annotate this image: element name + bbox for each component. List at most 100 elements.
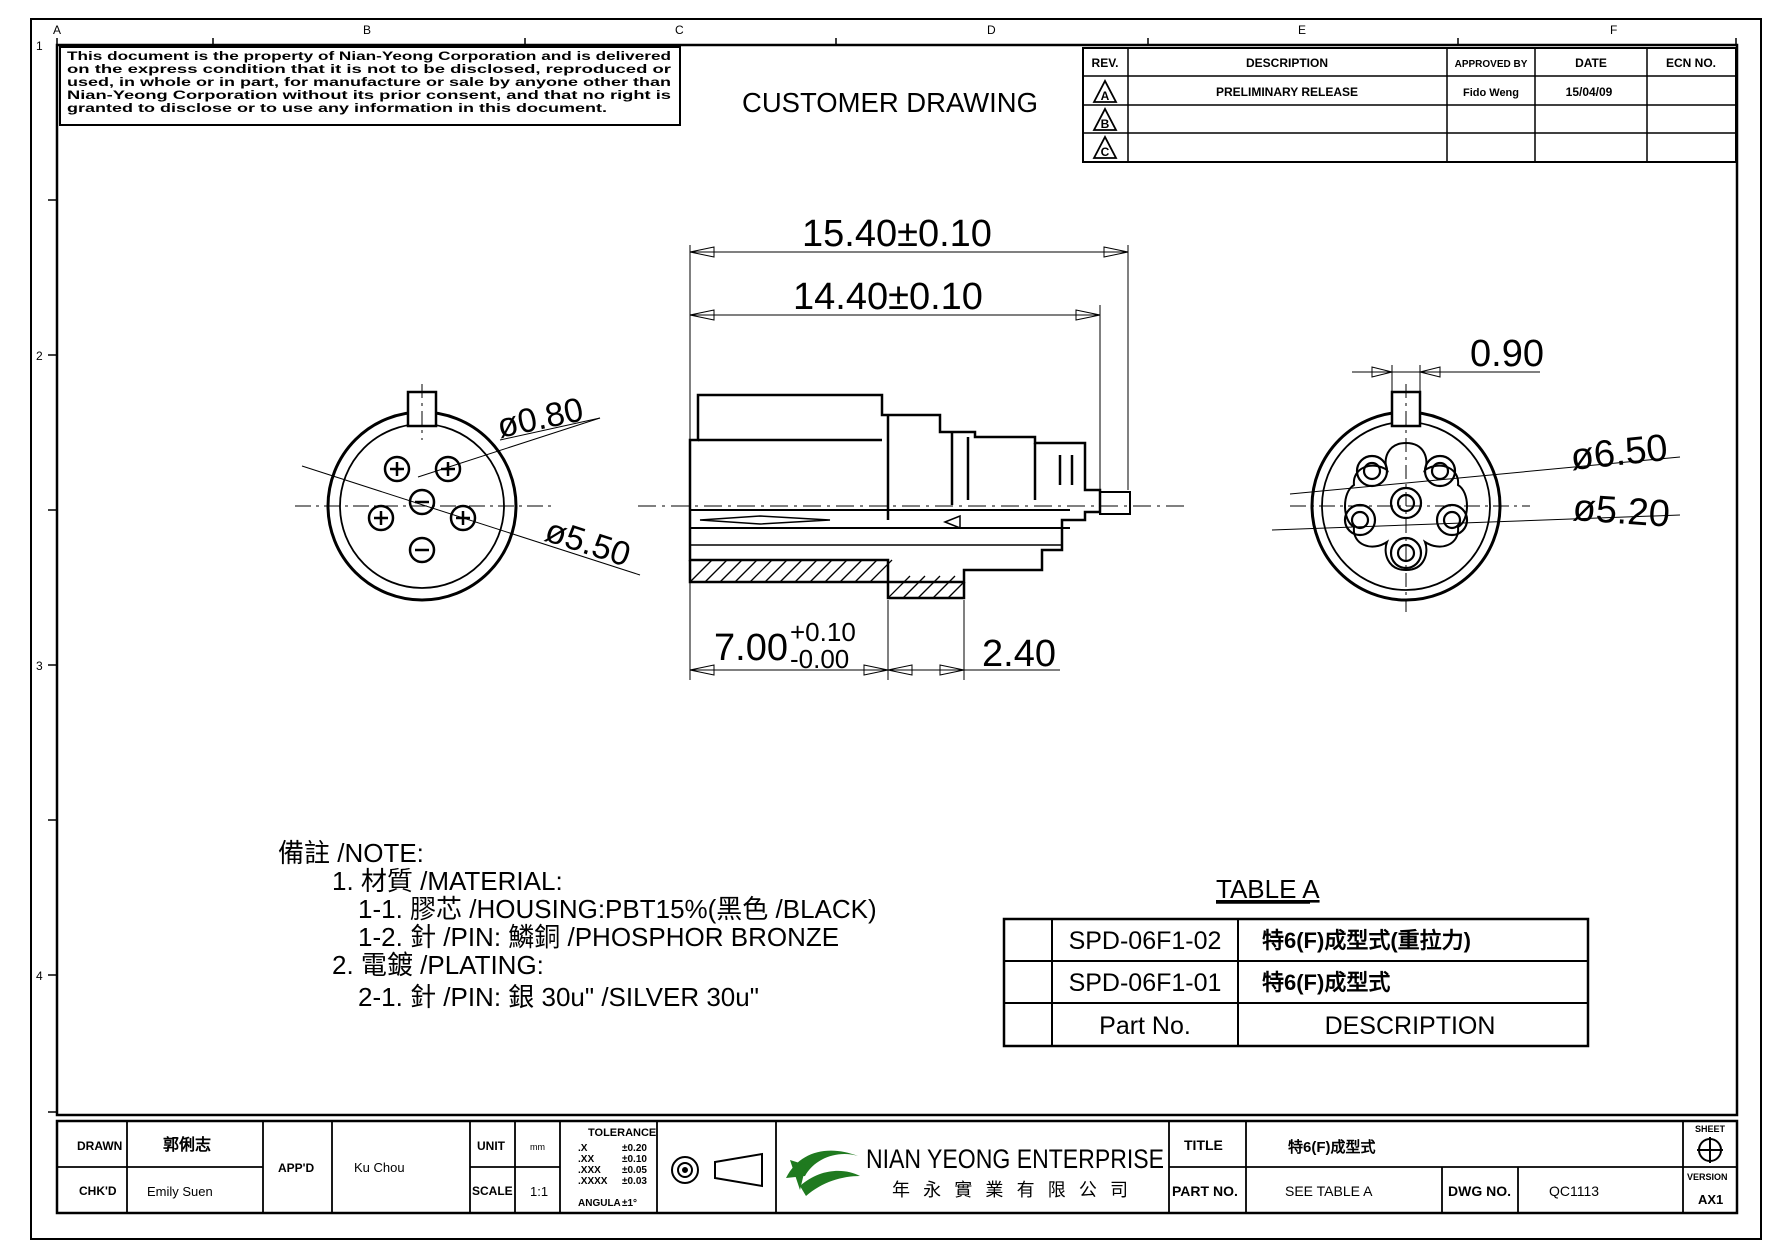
table-a-description: 特6(F)成型式(重拉力)	[1262, 928, 1471, 953]
zone-row-4: 4	[36, 969, 43, 983]
version-value: AX1	[1698, 1192, 1723, 1207]
description-header: DESCRIPTION	[1246, 56, 1328, 70]
tolerance-value: ±1°	[622, 1198, 637, 1209]
company-name: NIAN YEONG ENTERPRISE	[866, 1144, 1164, 1174]
drawing-title: CUSTOMER DRAWING	[742, 87, 1038, 118]
tolerance-value: ±0.05	[622, 1165, 647, 1176]
zone-col-c: C	[675, 23, 684, 37]
sheet-target-icon	[1697, 1137, 1723, 1163]
chkd-value: Emily Suen	[147, 1184, 213, 1199]
disclaimer-line: granted to disclose or to use any inform…	[67, 103, 607, 115]
disclaimer-line: used, in whole or in part, for manufactu…	[67, 77, 671, 89]
title-label: TITLE	[1184, 1137, 1223, 1153]
appd-value: Ku Chou	[354, 1160, 405, 1175]
company-chinese-name: 年 永 實 業 有 限 公 司	[892, 1180, 1128, 1200]
side-view	[638, 393, 1190, 584]
note-line: 2-1. 針 /PIN: 銀 30u" /SILVER 30u"	[358, 982, 759, 1012]
tolerance-list: .X ±0.20 .XX ±0.10 .XXX ±0.05 .XXXX ±0.0…	[578, 1143, 647, 1209]
note-line: 2. 電鍍 /PLATING:	[332, 950, 544, 980]
title-block: DRAWN CHK'D APP'D UNIT SCALE TITLE PART …	[55, 1119, 1739, 1215]
inner-diameter-label: ø5.20	[1571, 487, 1671, 536]
body-length-label: 14.40±0.10	[793, 276, 983, 318]
zone-row-3: 3	[36, 659, 43, 673]
table-a-description: 特6(F)成型式	[1262, 970, 1390, 995]
table-a-part: SPD-06F1-02	[1069, 927, 1222, 955]
scale-label: SCALE	[472, 1184, 513, 1198]
disclaimer-box	[59, 46, 681, 126]
unit-value: mm	[530, 1142, 545, 1152]
note-line: 1-2. 針 /PIN: 鱗銅 /PHOSPHOR BRONZE	[358, 922, 839, 952]
scale-value: 1:1	[530, 1184, 548, 1199]
tolerance-key: ANGULA	[578, 1198, 621, 1209]
zone-col-e: E	[1298, 23, 1306, 37]
dwg-no-label: DWG NO.	[1448, 1183, 1511, 1199]
rev-b-letter: B	[1101, 117, 1110, 131]
revision-table: REV. DESCRIPTION APPROVED BY DATE ECN NO…	[1082, 47, 1737, 163]
rev-a-letter: A	[1101, 89, 1110, 103]
drawn-value: 郭俐志	[163, 1135, 211, 1154]
disclaimer-line: Nian-Yeong Corporation without its prior…	[67, 90, 671, 102]
flange-width-label: 2.40	[982, 633, 1056, 675]
part-no-label: PART NO.	[1172, 1183, 1238, 1199]
flange-tol-plus-label: +0.10	[790, 617, 856, 647]
zone-col-d: D	[987, 23, 996, 37]
zone-col-b: B	[363, 23, 371, 37]
zone-labels: A B C D E F 1 2 3 4	[36, 23, 1617, 983]
drawn-label: DRAWN	[77, 1139, 122, 1153]
table-a-part: SPD-06F1-01	[1069, 969, 1222, 997]
overall-length-label: 15.40±0.10	[802, 213, 992, 255]
notes: 備註 /NOTE: 1. 材質 /MATERIAL: 1-1. 膠芯 /HOUS…	[278, 838, 877, 1012]
outer-diameter-label: ø6.50	[1569, 427, 1670, 479]
sheet-label: SHEET	[1695, 1124, 1726, 1134]
appd-label: APP'D	[278, 1161, 315, 1175]
tolerance-value: ±0.10	[622, 1154, 647, 1165]
flange-base-label: 7.00	[714, 627, 788, 669]
rev-a-approved-by: Fido Weng	[1463, 87, 1519, 99]
pin-diameter-label: ø0.80	[494, 391, 587, 446]
projection-symbol-icon	[671, 1152, 763, 1188]
company-logo-icon	[786, 1150, 860, 1196]
zone-col-a: A	[53, 23, 61, 37]
table-a: TABLE A SPD-06F1-02 SPD-06F1-01 Part No.…	[1002, 874, 1590, 1048]
pin-circle-label: ø5.50	[541, 511, 635, 574]
disclaimer-line: on the express condition that it is not …	[67, 64, 672, 76]
zone-row-1: 1	[36, 39, 43, 53]
note-line: 1. 材質 /MATERIAL:	[332, 866, 563, 896]
zone-row-2: 2	[36, 349, 43, 363]
table-a-title: TABLE A	[1216, 874, 1320, 904]
zone-grid	[48, 38, 1737, 1113]
tolerance-value: ±0.03	[622, 1176, 647, 1187]
outer-border	[30, 18, 1762, 1240]
flange-hatching	[689, 559, 965, 599]
tolerance-key: .X	[578, 1143, 588, 1154]
right-end-view	[1271, 365, 1681, 612]
rev-c-letter: C	[1101, 145, 1110, 159]
notes-title: 備註 /NOTE:	[278, 838, 424, 868]
left-end-view	[295, 384, 641, 602]
rev-a-date: 15/04/09	[1566, 85, 1613, 99]
date-header: DATE	[1575, 56, 1607, 70]
side-dimension-lines	[689, 245, 1129, 680]
zone-col-f: F	[1610, 23, 1617, 37]
inner-border	[55, 43, 1739, 1117]
ecn-header: ECN NO.	[1666, 56, 1716, 70]
key-width-label: 0.90	[1470, 333, 1544, 375]
tolerance-key: .XX	[578, 1154, 594, 1165]
table-a-description-header: DESCRIPTION	[1325, 1012, 1496, 1040]
table-a-part-header: Part No.	[1099, 1012, 1191, 1040]
title-value: 特6(F)成型式	[1288, 1138, 1376, 1156]
approved-by-header: APPROVED BY	[1455, 59, 1528, 70]
dwg-no-value: QC1113	[1549, 1183, 1599, 1199]
version-label: VERSION	[1687, 1172, 1728, 1182]
tolerance-value: ±0.20	[622, 1143, 647, 1154]
unit-label: UNIT	[477, 1139, 506, 1153]
disclaimer-text: This document is the property of Nian-Ye…	[67, 51, 672, 115]
tolerance-key: .XXX	[578, 1165, 601, 1176]
rev-triangles	[1092, 79, 1118, 159]
rev-a-description: PRELIMINARY RELEASE	[1216, 85, 1358, 99]
part-no-value: SEE TABLE A	[1285, 1183, 1373, 1199]
note-line: 1-1. 膠芯 /HOUSING:PBT15%(黑色 /BLACK)	[358, 894, 877, 924]
tolerance-key: .XXXX	[578, 1176, 608, 1187]
flange-tol-minus-label: -0.00	[790, 644, 849, 674]
